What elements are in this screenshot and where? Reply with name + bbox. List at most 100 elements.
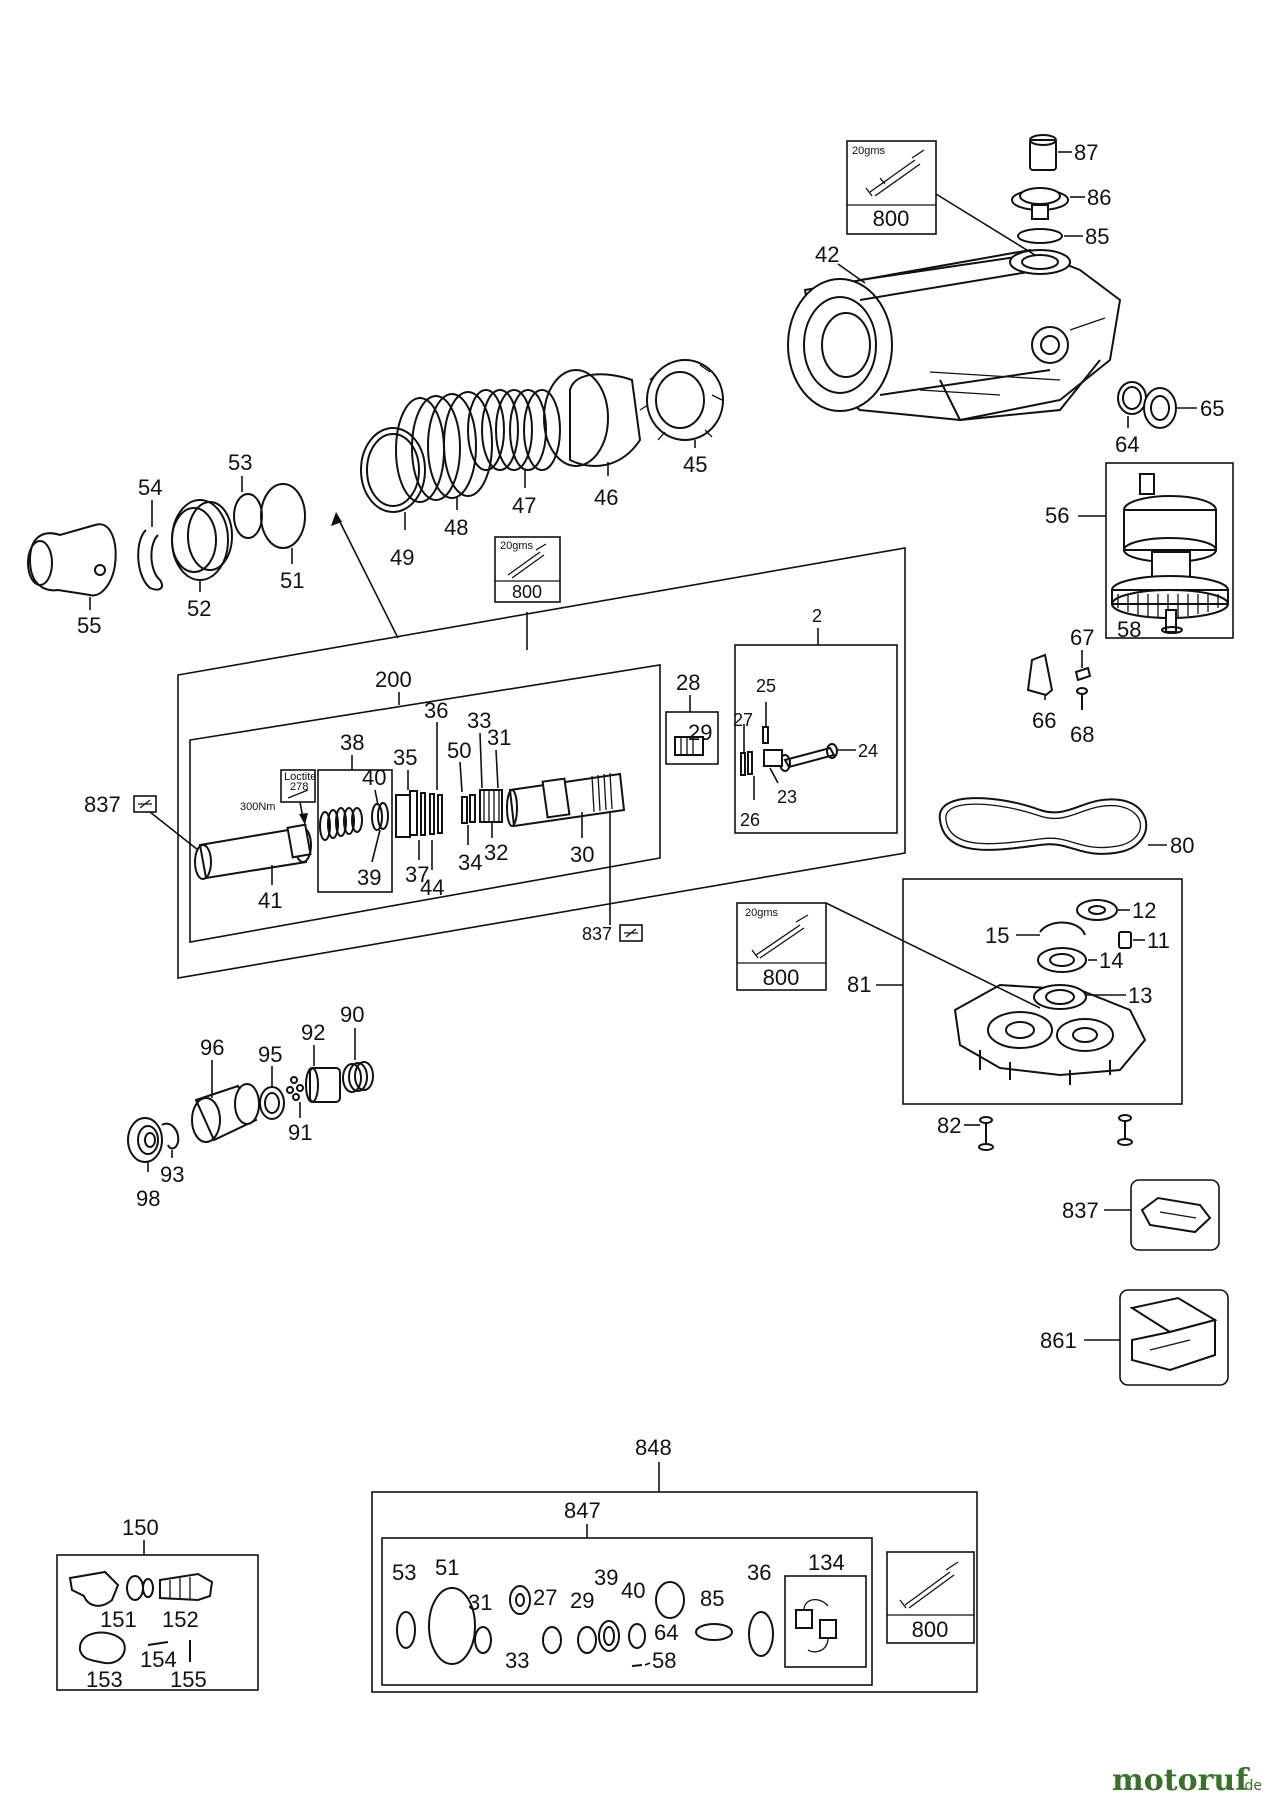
part-13-bearing [1033, 984, 1126, 1010]
label-66: 66 [1032, 708, 1056, 733]
part-92-sleeve [305, 1045, 341, 1103]
label-91: 91 [288, 1120, 312, 1145]
kit-label-51: 51 [435, 1555, 459, 1580]
part-67-clip [1074, 666, 1092, 682]
label-154: 154 [140, 1647, 177, 1672]
label-15: 15 [985, 923, 1009, 948]
label-837-right: 837 [1062, 1198, 1099, 1223]
kit-label-39: 39 [594, 1565, 618, 1590]
label-150: 150 [122, 1515, 159, 1540]
part-91-balls [286, 1076, 304, 1118]
motoruf-watermark: motoruf .de [1112, 1763, 1262, 1798]
grease-code: 800 [873, 206, 910, 231]
kit-label-31: 31 [468, 1590, 492, 1615]
label-90: 90 [340, 1002, 364, 1027]
part-11-pin [1118, 931, 1145, 949]
part-98-cap [127, 1117, 163, 1172]
part-65-bushing [1143, 387, 1197, 429]
label-87: 87 [1074, 140, 1098, 165]
part-51-ring [260, 483, 306, 549]
label-67: 67 [1070, 625, 1094, 650]
part-58-ring [1161, 626, 1183, 634]
grease-box-800-top: 20gms 800 [846, 140, 1036, 256]
label-49: 49 [390, 545, 414, 570]
label-11: 11 [1147, 928, 1170, 953]
label-28: 28 [676, 670, 700, 695]
part-54-circlip [137, 529, 163, 591]
part-85-oring [1017, 228, 1063, 244]
label-837-center: 837 [582, 924, 612, 944]
label-68: 68 [1070, 722, 1094, 747]
label-42: 42 [815, 242, 839, 267]
grease-box-800-middle: 20gms 800 [494, 536, 561, 650]
part-15-circlip [1039, 921, 1086, 936]
grease-code: 800 [912, 1617, 949, 1642]
label-153: 153 [86, 1667, 123, 1692]
label-93: 93 [160, 1162, 184, 1187]
part-36-ring [420, 792, 426, 836]
label-46: 46 [594, 485, 618, 510]
part-134-brushes [795, 1599, 837, 1653]
grease-amount: 20gms [500, 540, 534, 552]
label-95: 95 [258, 1042, 282, 1067]
label-56: 56 [1045, 503, 1069, 528]
label-51: 51 [280, 568, 304, 593]
grease-box-800-right: 20gms 800 [736, 902, 1041, 1009]
label-85: 85 [1085, 224, 1109, 249]
label-98: 98 [136, 1186, 160, 1211]
part-48-spring [395, 391, 493, 510]
part-47-spring [467, 389, 561, 488]
part-52-seal [171, 499, 233, 592]
part-25-pin [762, 726, 769, 744]
kit-label-134: 134 [808, 1550, 845, 1575]
group-150-box [56, 1554, 259, 1691]
kit-847-box [381, 1537, 873, 1686]
label-151: 151 [100, 1607, 137, 1632]
group-81-box [902, 878, 1183, 1105]
part-29-sleeve [674, 736, 704, 756]
label-58: 58 [1117, 617, 1141, 642]
grease-code: 800 [512, 582, 542, 602]
label-14: 14 [1099, 948, 1123, 973]
part-38-spring-stack [319, 802, 389, 841]
label-2: 2 [812, 606, 822, 626]
part-87-sleeve [1029, 134, 1072, 171]
kit-label-36: 36 [747, 1560, 771, 1585]
part-96-sleeve [191, 1060, 260, 1143]
label-47: 47 [512, 493, 536, 518]
kit-label-27: 27 [533, 1585, 557, 1610]
part-56-shaft-gear [1111, 473, 1229, 633]
part-30-spindle [506, 772, 626, 925]
tag-837-left [133, 795, 199, 851]
kit-label-33: 33 [505, 1648, 529, 1673]
label-32: 32 [484, 840, 508, 865]
group-56-box [1105, 462, 1234, 639]
label-55: 55 [77, 613, 101, 638]
svg-text:300Nm: 300Nm [240, 801, 275, 813]
part-49-ring [360, 427, 426, 530]
label-48: 48 [444, 515, 468, 540]
group-2-box [734, 644, 898, 834]
part-153-strap [78, 1631, 126, 1665]
label-837-left: 837 [84, 792, 121, 817]
part-14-bearing [1037, 947, 1097, 973]
label-37: 37 [405, 862, 429, 887]
loctite-tag: Loctite 278 300Nm [240, 769, 316, 825]
grease-box-800-bottom: 800 [886, 1551, 975, 1644]
part-50-ring [461, 796, 468, 824]
part-45-clutch [639, 359, 724, 448]
label-23: 23 [777, 787, 797, 807]
part-151-handle-clamp [68, 1570, 154, 1607]
label-35: 35 [393, 745, 417, 770]
part-86-knob [1011, 187, 1085, 220]
label-52: 52 [187, 596, 211, 621]
label-65: 65 [1200, 396, 1224, 421]
label-80: 80 [1170, 833, 1194, 858]
part-837-grease-pack [1104, 1179, 1220, 1251]
watermark-suffix: .de [1240, 1778, 1262, 1794]
svg-text:Loctite: Loctite [284, 771, 316, 783]
label-96: 96 [200, 1035, 224, 1060]
part-81-gearbox-cover [953, 983, 1147, 1085]
part-80-gasket [938, 797, 1167, 855]
kit-label-40: 40 [621, 1578, 645, 1603]
